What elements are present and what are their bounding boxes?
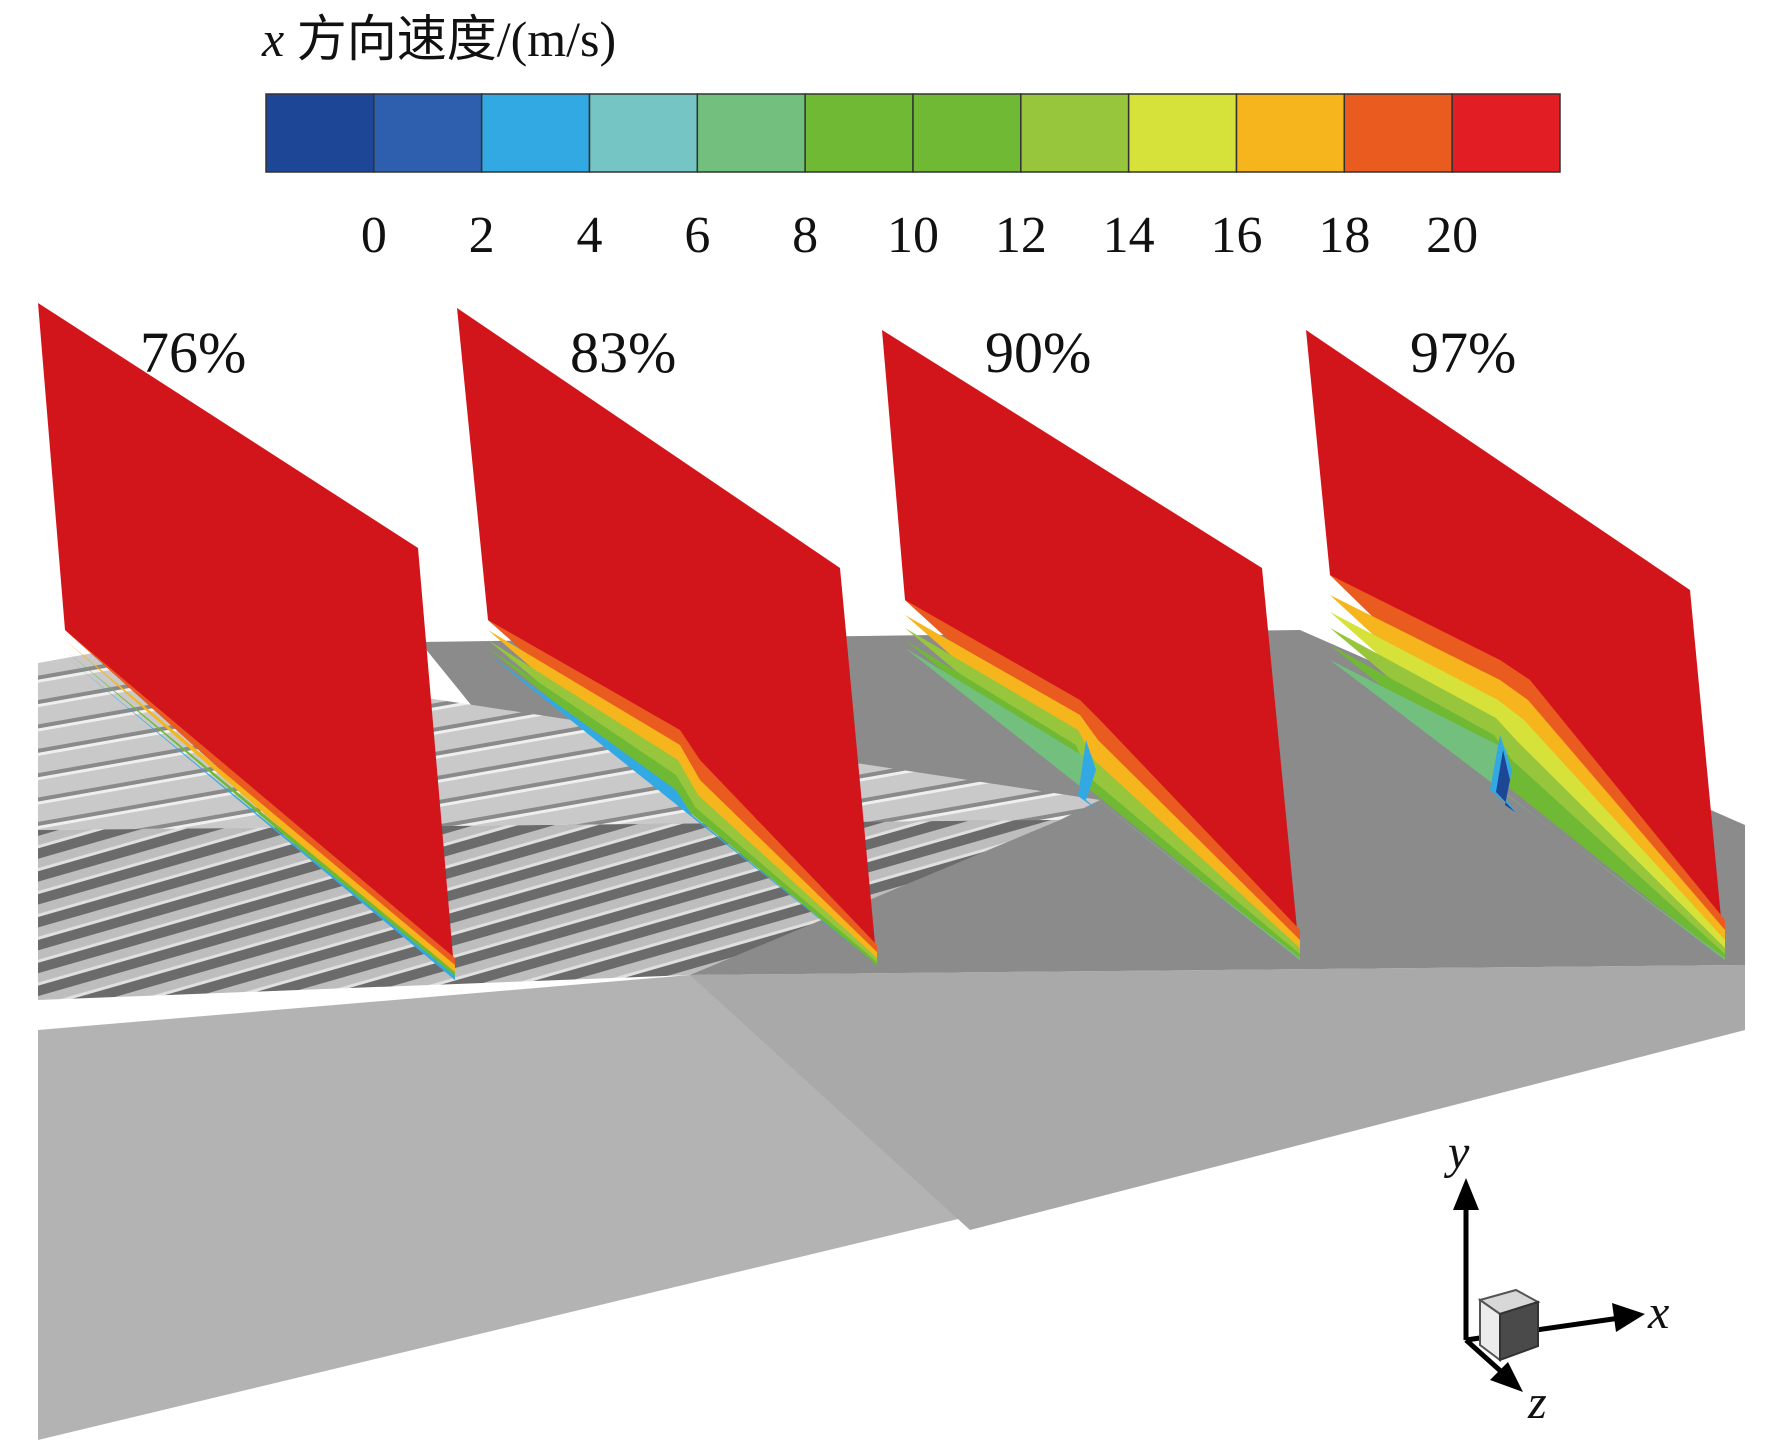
y-axis-arrow xyxy=(1453,1178,1479,1210)
plane-label: 76% xyxy=(140,320,246,385)
colorbar-tick-label: 6 xyxy=(684,207,710,264)
colorbar-tick-label: 0 xyxy=(361,207,387,264)
velocity-plane xyxy=(882,330,1300,960)
velocity-plane xyxy=(457,308,877,965)
plane-bl-blue xyxy=(488,654,877,965)
plane-bl-blue xyxy=(65,656,455,980)
colorbar xyxy=(265,93,1561,173)
colorbar-swatch xyxy=(265,93,375,173)
colorbar-swatch xyxy=(1127,93,1238,173)
axis-triad xyxy=(1453,1178,1645,1392)
y-axis-label: y xyxy=(1443,1126,1470,1179)
colorbar-title-text: 方向速度/(m/s) xyxy=(284,11,616,67)
x-axis-arrow xyxy=(1612,1303,1645,1332)
lower-plate-shade xyxy=(690,965,1745,1230)
plane-bulk xyxy=(38,303,455,980)
velocity-plane xyxy=(38,303,455,980)
plane-labels: 76% 83% 90% 97% xyxy=(140,320,1516,385)
plane-bl-teal xyxy=(1330,660,1725,960)
plane-bl-teal xyxy=(905,648,1300,960)
colorbar-swatch xyxy=(1020,93,1130,173)
colorbar-swatch xyxy=(1235,93,1346,173)
colorbar-tick-label: 8 xyxy=(792,207,818,264)
plane-bl-blue xyxy=(1078,740,1100,812)
colorbar-tick-label: 16 xyxy=(1211,207,1263,264)
colorbar-tick-label: 18 xyxy=(1318,207,1370,264)
z-axis-line xyxy=(1464,1338,1507,1377)
colorbar-tick-label: 2 xyxy=(469,207,495,264)
colorbar-tick-label: 10 xyxy=(887,207,939,264)
velocity-plane xyxy=(1306,330,1725,960)
colorbar-swatch xyxy=(588,93,699,173)
z-axis-arrow xyxy=(1490,1362,1523,1392)
colorbar-swatch xyxy=(804,93,914,173)
plane-label: 83% xyxy=(570,320,676,385)
colorbar-swatch xyxy=(1451,93,1561,173)
plane-bulk xyxy=(882,330,1300,960)
z-axis-label: z xyxy=(1527,1376,1547,1429)
colorbar-tick-label: 20 xyxy=(1426,207,1478,264)
colorbar-swatch xyxy=(480,93,591,173)
colorbar-swatch xyxy=(912,93,1022,173)
colorbar-tick-labels: 0 2 4 6 8 10 12 14 16 18 20 xyxy=(361,207,1478,264)
colorbar-tick-label: 4 xyxy=(577,207,603,264)
plane-label: 97% xyxy=(1410,320,1516,385)
colorbar-tick-label: 14 xyxy=(1103,207,1155,264)
plane-bulk xyxy=(457,308,877,965)
x-axis-label: x xyxy=(1647,1286,1669,1339)
colorbar-title-variable: x xyxy=(261,11,284,67)
colorbar-swatch xyxy=(373,93,483,173)
colorbar-title: x 方向速度/(m/s) xyxy=(261,11,616,67)
plane-label: 90% xyxy=(985,320,1091,385)
orientation-cube xyxy=(1477,1288,1541,1362)
plane-bl-dblue xyxy=(1496,750,1515,812)
colorbar-tick-label: 12 xyxy=(995,207,1047,264)
velocity-planes xyxy=(38,303,1725,980)
colorbar-swatch xyxy=(696,93,806,173)
colorbar-swatch xyxy=(1343,93,1453,173)
